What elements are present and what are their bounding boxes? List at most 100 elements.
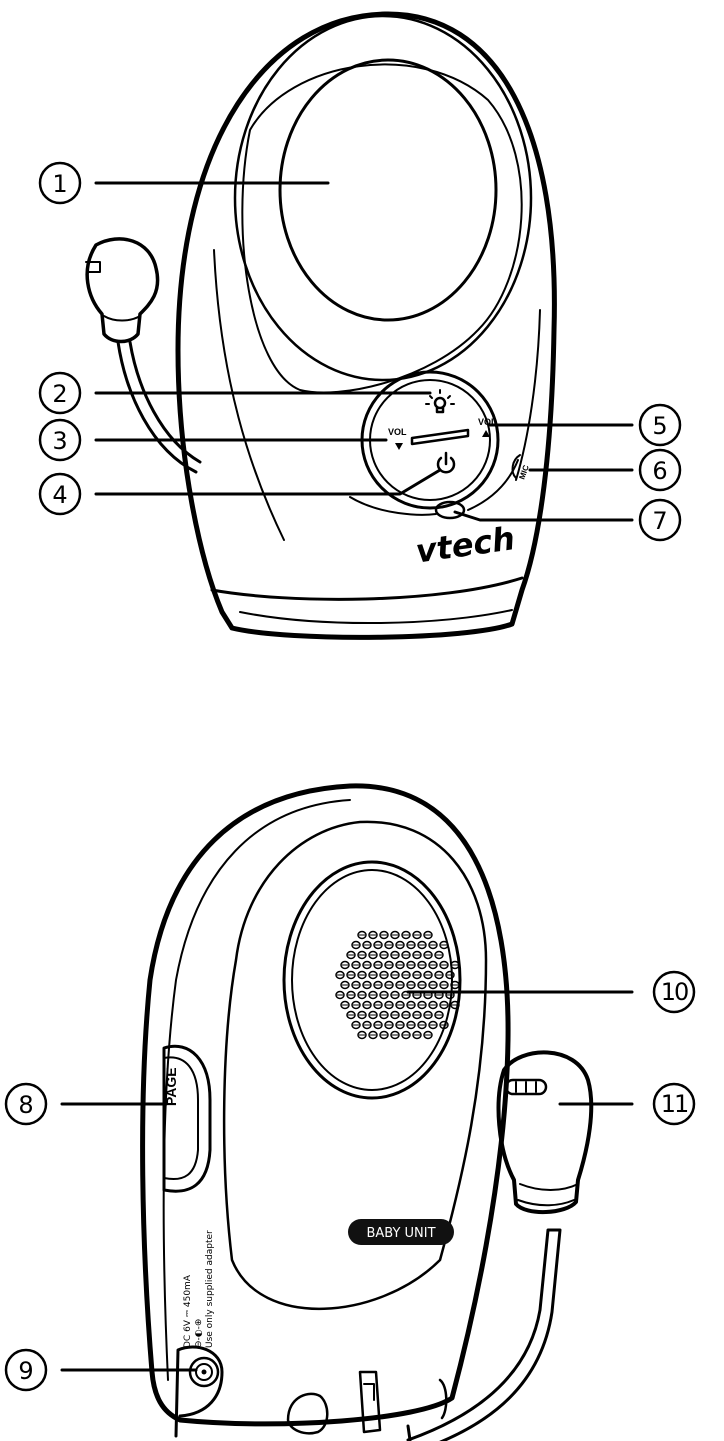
- grille-hole: [390, 970, 400, 980]
- grille-hole: [351, 1020, 361, 1030]
- vol-down-label: VOL: [388, 427, 407, 437]
- grille-hole: [362, 980, 372, 990]
- grille-hole: [362, 1000, 372, 1010]
- grille-hole: [439, 1020, 449, 1030]
- power-rating-text: DC 6V ⎓ 450mA ⊖-◐-⊕ Use only supplied ad…: [183, 1230, 215, 1348]
- page-button[interactable]: PAGE: [162, 1044, 212, 1193]
- grille-hole: [417, 1020, 427, 1030]
- callout-2-label: 2: [52, 380, 67, 408]
- grille-hole: [401, 1010, 411, 1020]
- grille-hole: [412, 970, 422, 980]
- callout-7: 7: [638, 498, 682, 542]
- grille-hole: [379, 1030, 389, 1040]
- vol-up-arrow-icon[interactable]: [482, 430, 490, 437]
- speaker-grille: [282, 860, 462, 1100]
- grille-hole: [368, 1010, 378, 1020]
- grille-hole: [384, 940, 394, 950]
- grille-hole: [351, 960, 361, 970]
- grille-hole: [346, 1010, 356, 1020]
- grille-hole: [428, 960, 438, 970]
- grille-hole: [406, 1020, 416, 1030]
- callout-2: 2: [38, 371, 82, 415]
- power-icon[interactable]: [436, 451, 456, 474]
- control-panel: VOL VOL: [349, 370, 519, 516]
- grille-hole: [373, 1000, 383, 1010]
- grille-hole: [368, 990, 378, 1000]
- grille-hole: [406, 1000, 416, 1010]
- grille-hole: [401, 950, 411, 960]
- callout-11: 11: [652, 1082, 696, 1126]
- dc-power-jack[interactable]: [174, 1345, 224, 1438]
- grille-hole: [450, 980, 460, 990]
- grille-hole: [357, 1010, 367, 1020]
- grille-hole: [395, 1020, 405, 1030]
- grille-hole: [406, 940, 416, 950]
- callout-1-label: 1: [52, 170, 67, 198]
- grille-hole: [423, 1010, 433, 1020]
- back-body: [140, 783, 511, 1427]
- grille-hole: [401, 930, 411, 940]
- grille-hole: [445, 970, 455, 980]
- back-view: PAGE BABY UNIT DC 6V ⎓ 450mA ⊖-◐-⊕ Use o…: [140, 783, 594, 1441]
- grille-hole: [357, 930, 367, 940]
- grille-hole: [379, 990, 389, 1000]
- front-leaders: [94, 181, 634, 522]
- grille-hole: [395, 960, 405, 970]
- callout-6: 6: [638, 448, 682, 492]
- grille-hole: [434, 950, 444, 960]
- power-rating: DC 6V ⎓ 450mA: [183, 1274, 193, 1348]
- grille-hole: [368, 930, 378, 940]
- grille-hole: [379, 970, 389, 980]
- grille-hole: [335, 990, 345, 1000]
- grille-hole: [395, 1000, 405, 1010]
- callout-8: 8: [4, 1082, 48, 1126]
- grille-hole: [412, 930, 422, 940]
- grille-hole: [406, 980, 416, 990]
- grille-hole: [439, 960, 449, 970]
- callout-1: 1: [38, 161, 82, 205]
- grille-hole: [373, 1020, 383, 1030]
- grille-hole: [428, 980, 438, 990]
- grille-holes: [335, 930, 460, 1040]
- front-antenna: [85, 237, 202, 474]
- grille-hole: [384, 960, 394, 970]
- callout-3: 3: [38, 418, 82, 462]
- grille-hole: [417, 940, 427, 950]
- grille-hole: [423, 930, 433, 940]
- adapter-note: Use only supplied adapter: [205, 1230, 215, 1348]
- vol-down-arrow-icon[interactable]: [395, 443, 403, 450]
- grille-hole: [395, 940, 405, 950]
- grille-hole: [373, 980, 383, 990]
- grille-hole: [340, 1000, 350, 1010]
- grille-hole: [362, 960, 372, 970]
- grille-hole: [390, 1030, 400, 1040]
- callout-6-label: 6: [652, 457, 667, 485]
- grille-hole: [412, 1030, 422, 1040]
- night-light-icon[interactable]: [425, 389, 455, 414]
- grille-hole: [428, 1000, 438, 1010]
- polarity-symbol: ⊖-◐-⊕: [194, 1319, 204, 1348]
- badge-label: BABY UNIT: [366, 1226, 435, 1241]
- grille-hole: [346, 990, 356, 1000]
- callout-7-label: 7: [652, 507, 667, 535]
- grille-hole: [362, 1020, 372, 1030]
- grille-hole: [373, 940, 383, 950]
- grille-hole: [384, 1020, 394, 1030]
- callout-10: 10: [652, 970, 696, 1014]
- grille-hole: [417, 960, 427, 970]
- grille-hole: [346, 970, 356, 980]
- grille-hole: [340, 960, 350, 970]
- grille-hole: [417, 1000, 427, 1010]
- grille-hole: [357, 970, 367, 980]
- mic-hole: [511, 454, 521, 479]
- brand-logo: vtech: [413, 519, 517, 570]
- callout-8-label: 8: [18, 1091, 33, 1119]
- callout-3-label: 3: [52, 427, 67, 455]
- callout-4-label: 4: [52, 481, 67, 509]
- grille-hole: [406, 960, 416, 970]
- callouts: 1 2 3 4 5 6 7 8 9 10 11: [4, 161, 696, 1392]
- callout-5-label: 5: [652, 412, 667, 440]
- grille-hole: [423, 970, 433, 980]
- grille-hole: [351, 940, 361, 950]
